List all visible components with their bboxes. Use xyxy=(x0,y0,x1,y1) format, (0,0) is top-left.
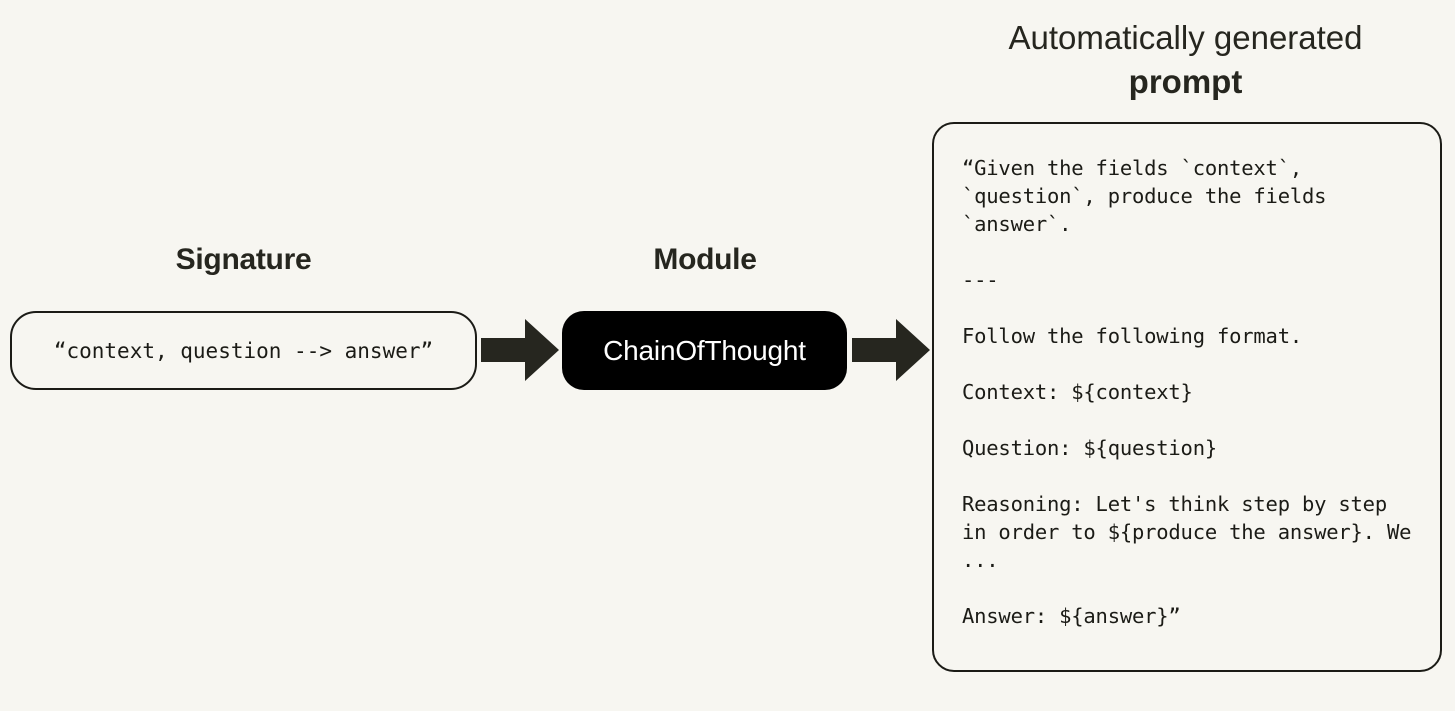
generated-prompt-text: “Given the fields `context`, `question`,… xyxy=(962,156,1412,628)
module-box: ChainOfThought xyxy=(562,311,847,390)
module-heading: Module xyxy=(653,243,757,276)
arrow-right-icon xyxy=(852,319,930,381)
prompt-title-line-1: Automatically generated xyxy=(1008,19,1363,56)
signature-heading: Signature xyxy=(175,243,312,276)
generated-prompt-box: “Given the fields `context`, `question`,… xyxy=(932,122,1442,672)
prompt-title: Automatically generated prompt xyxy=(925,16,1446,104)
prompt-title-line-2: prompt xyxy=(1128,63,1243,100)
module-box-text: ChainOfThought xyxy=(603,334,806,366)
signature-box: “context, question --> answer” xyxy=(10,311,477,390)
arrow-right-icon xyxy=(481,319,559,381)
signature-box-text: “context, question --> answer” xyxy=(53,338,434,363)
